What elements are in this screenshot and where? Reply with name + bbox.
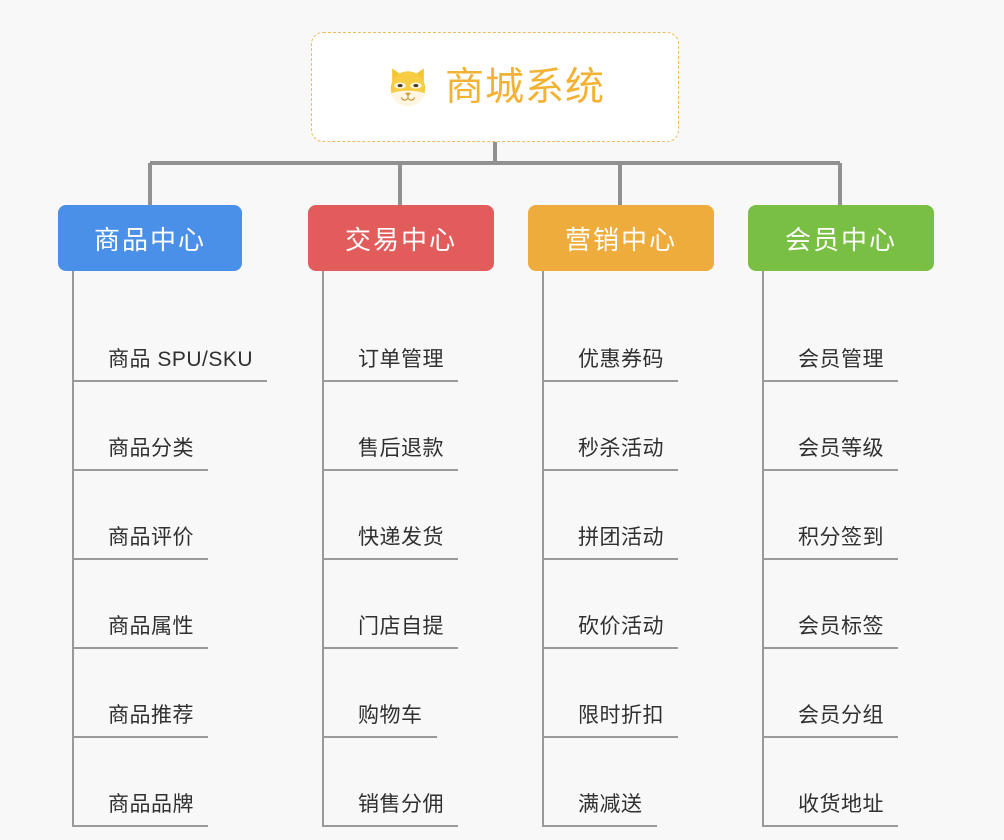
list-item[interactable]: 商品评价 — [72, 471, 278, 560]
branch-header-label: 交易中心 — [344, 224, 457, 255]
list-item[interactable]: 会员管理 — [762, 293, 968, 382]
leaf-label: 快递发货 — [358, 526, 444, 549]
list-item[interactable]: 商品属性 — [72, 560, 278, 649]
branch-header-label: 商品中心 — [93, 224, 206, 255]
list-item[interactable]: 购物车 — [322, 649, 528, 738]
list-item[interactable]: 商品 SPU/SKU — [72, 293, 278, 382]
list-item[interactable]: 会员分组 — [762, 649, 968, 738]
branch-header-member[interactable]: 会员中心 — [748, 205, 934, 271]
branch-column-marketing: 营销中心 优惠券码 秒杀活动 拼团活动 砍价活动 — [528, 205, 748, 827]
shiba-inu-dog-face-icon — [390, 68, 426, 106]
branch-column-member: 会员中心 会员管理 会员等级 积分签到 会员标签 — [748, 205, 968, 827]
leaf-underline — [762, 469, 898, 471]
leaf-underline — [542, 647, 678, 649]
leaf-underline — [322, 469, 458, 471]
list-item[interactable]: 会员等级 — [762, 382, 968, 471]
leaf-label: 秒杀活动 — [578, 437, 664, 460]
branch-header-marketing[interactable]: 营销中心 — [528, 205, 714, 271]
leaf-underline — [322, 736, 437, 738]
leaf-underline — [322, 380, 458, 382]
leaf-label: 满减送 — [578, 793, 643, 816]
branch-header-label: 会员中心 — [784, 224, 897, 255]
leaf-underline — [762, 558, 898, 560]
list-item[interactable]: 会员标签 — [762, 560, 968, 649]
leaf-list-product: 商品 SPU/SKU 商品分类 商品评价 商品属性 商品推荐 — [72, 271, 278, 827]
leaf-label: 商品分类 — [108, 437, 194, 460]
leaf-label: 商品品牌 — [108, 793, 194, 816]
leaf-underline — [72, 469, 208, 471]
leaf-underline — [322, 558, 458, 560]
leaf-underline — [762, 647, 898, 649]
leaf-underline — [72, 647, 208, 649]
leaf-underline — [322, 647, 458, 649]
leaf-underline — [542, 380, 678, 382]
leaf-underline — [322, 825, 458, 827]
list-item[interactable]: 拼团活动 — [542, 471, 748, 560]
leaf-label: 拼团活动 — [578, 526, 664, 549]
leaf-underline — [542, 558, 678, 560]
leaf-label: 购物车 — [358, 704, 423, 727]
list-item[interactable]: 快递发货 — [322, 471, 528, 560]
leaf-label: 商品推荐 — [108, 704, 194, 727]
list-item[interactable]: 门店自提 — [322, 560, 528, 649]
list-item[interactable]: 商品分类 — [72, 382, 278, 471]
leaf-label: 订单管理 — [358, 348, 444, 371]
list-item[interactable]: 砍价活动 — [542, 560, 748, 649]
list-item[interactable]: 秒杀活动 — [542, 382, 748, 471]
leaf-label: 会员分组 — [798, 704, 884, 727]
leaf-underline — [72, 736, 208, 738]
leaf-label: 商品 SPU/SKU — [108, 348, 254, 371]
leaf-underline — [72, 825, 208, 827]
leaf-underline — [72, 558, 208, 560]
list-item[interactable]: 订单管理 — [322, 293, 528, 382]
leaf-list-trade: 订单管理 售后退款 快递发货 门店自提 购物车 — [322, 271, 528, 827]
leaf-label: 售后退款 — [358, 437, 444, 460]
leaf-label: 门店自提 — [358, 615, 444, 638]
leaf-underline — [762, 736, 898, 738]
leaf-label: 商品评价 — [108, 526, 194, 549]
branch-header-trade[interactable]: 交易中心 — [308, 205, 494, 271]
list-item[interactable]: 积分签到 — [762, 471, 968, 560]
root-title: 商城系统 — [444, 65, 605, 109]
branch-header-label: 营销中心 — [564, 224, 677, 255]
leaf-label: 商品属性 — [108, 615, 194, 638]
root-node[interactable]: 商城系统 — [311, 32, 679, 142]
leaf-label: 收货地址 — [798, 793, 884, 816]
leaf-label: 会员等级 — [798, 437, 884, 460]
leaf-underline — [762, 825, 898, 827]
branch-column-trade: 交易中心 订单管理 售后退款 快递发货 门店自提 — [308, 205, 528, 827]
leaf-label: 优惠券码 — [578, 348, 664, 371]
list-item[interactable]: 限时折扣 — [542, 649, 748, 738]
branch-column-product: 商品中心 商品 SPU/SKU 商品分类 商品评价 商品属性 — [58, 205, 278, 827]
leaf-label: 砍价活动 — [578, 615, 664, 638]
leaf-underline — [72, 380, 267, 382]
list-item[interactable]: 商品品牌 — [72, 738, 278, 827]
leaf-underline — [542, 736, 678, 738]
list-item[interactable]: 销售分佣 — [322, 738, 528, 827]
list-item[interactable]: 商品推荐 — [72, 649, 278, 738]
leaf-label: 会员管理 — [798, 348, 884, 371]
leaf-list-marketing: 优惠券码 秒杀活动 拼团活动 砍价活动 限时折扣 — [542, 271, 748, 827]
leaf-label: 限时折扣 — [578, 704, 664, 727]
leaf-label: 销售分佣 — [358, 793, 444, 816]
list-item[interactable]: 满减送 — [542, 738, 748, 827]
leaf-underline — [762, 380, 898, 382]
leaf-label: 会员标签 — [798, 615, 884, 638]
leaf-underline — [542, 469, 678, 471]
leaf-underline — [542, 825, 657, 827]
list-item[interactable]: 优惠券码 — [542, 293, 748, 382]
list-item[interactable]: 收货地址 — [762, 738, 968, 827]
list-item[interactable]: 售后退款 — [322, 382, 528, 471]
leaf-label: 积分签到 — [798, 526, 884, 549]
leaf-list-member: 会员管理 会员等级 积分签到 会员标签 会员分组 — [762, 271, 968, 827]
branch-columns: 商品中心 商品 SPU/SKU 商品分类 商品评价 商品属性 — [0, 205, 1004, 840]
branch-header-product[interactable]: 商品中心 — [58, 205, 242, 271]
